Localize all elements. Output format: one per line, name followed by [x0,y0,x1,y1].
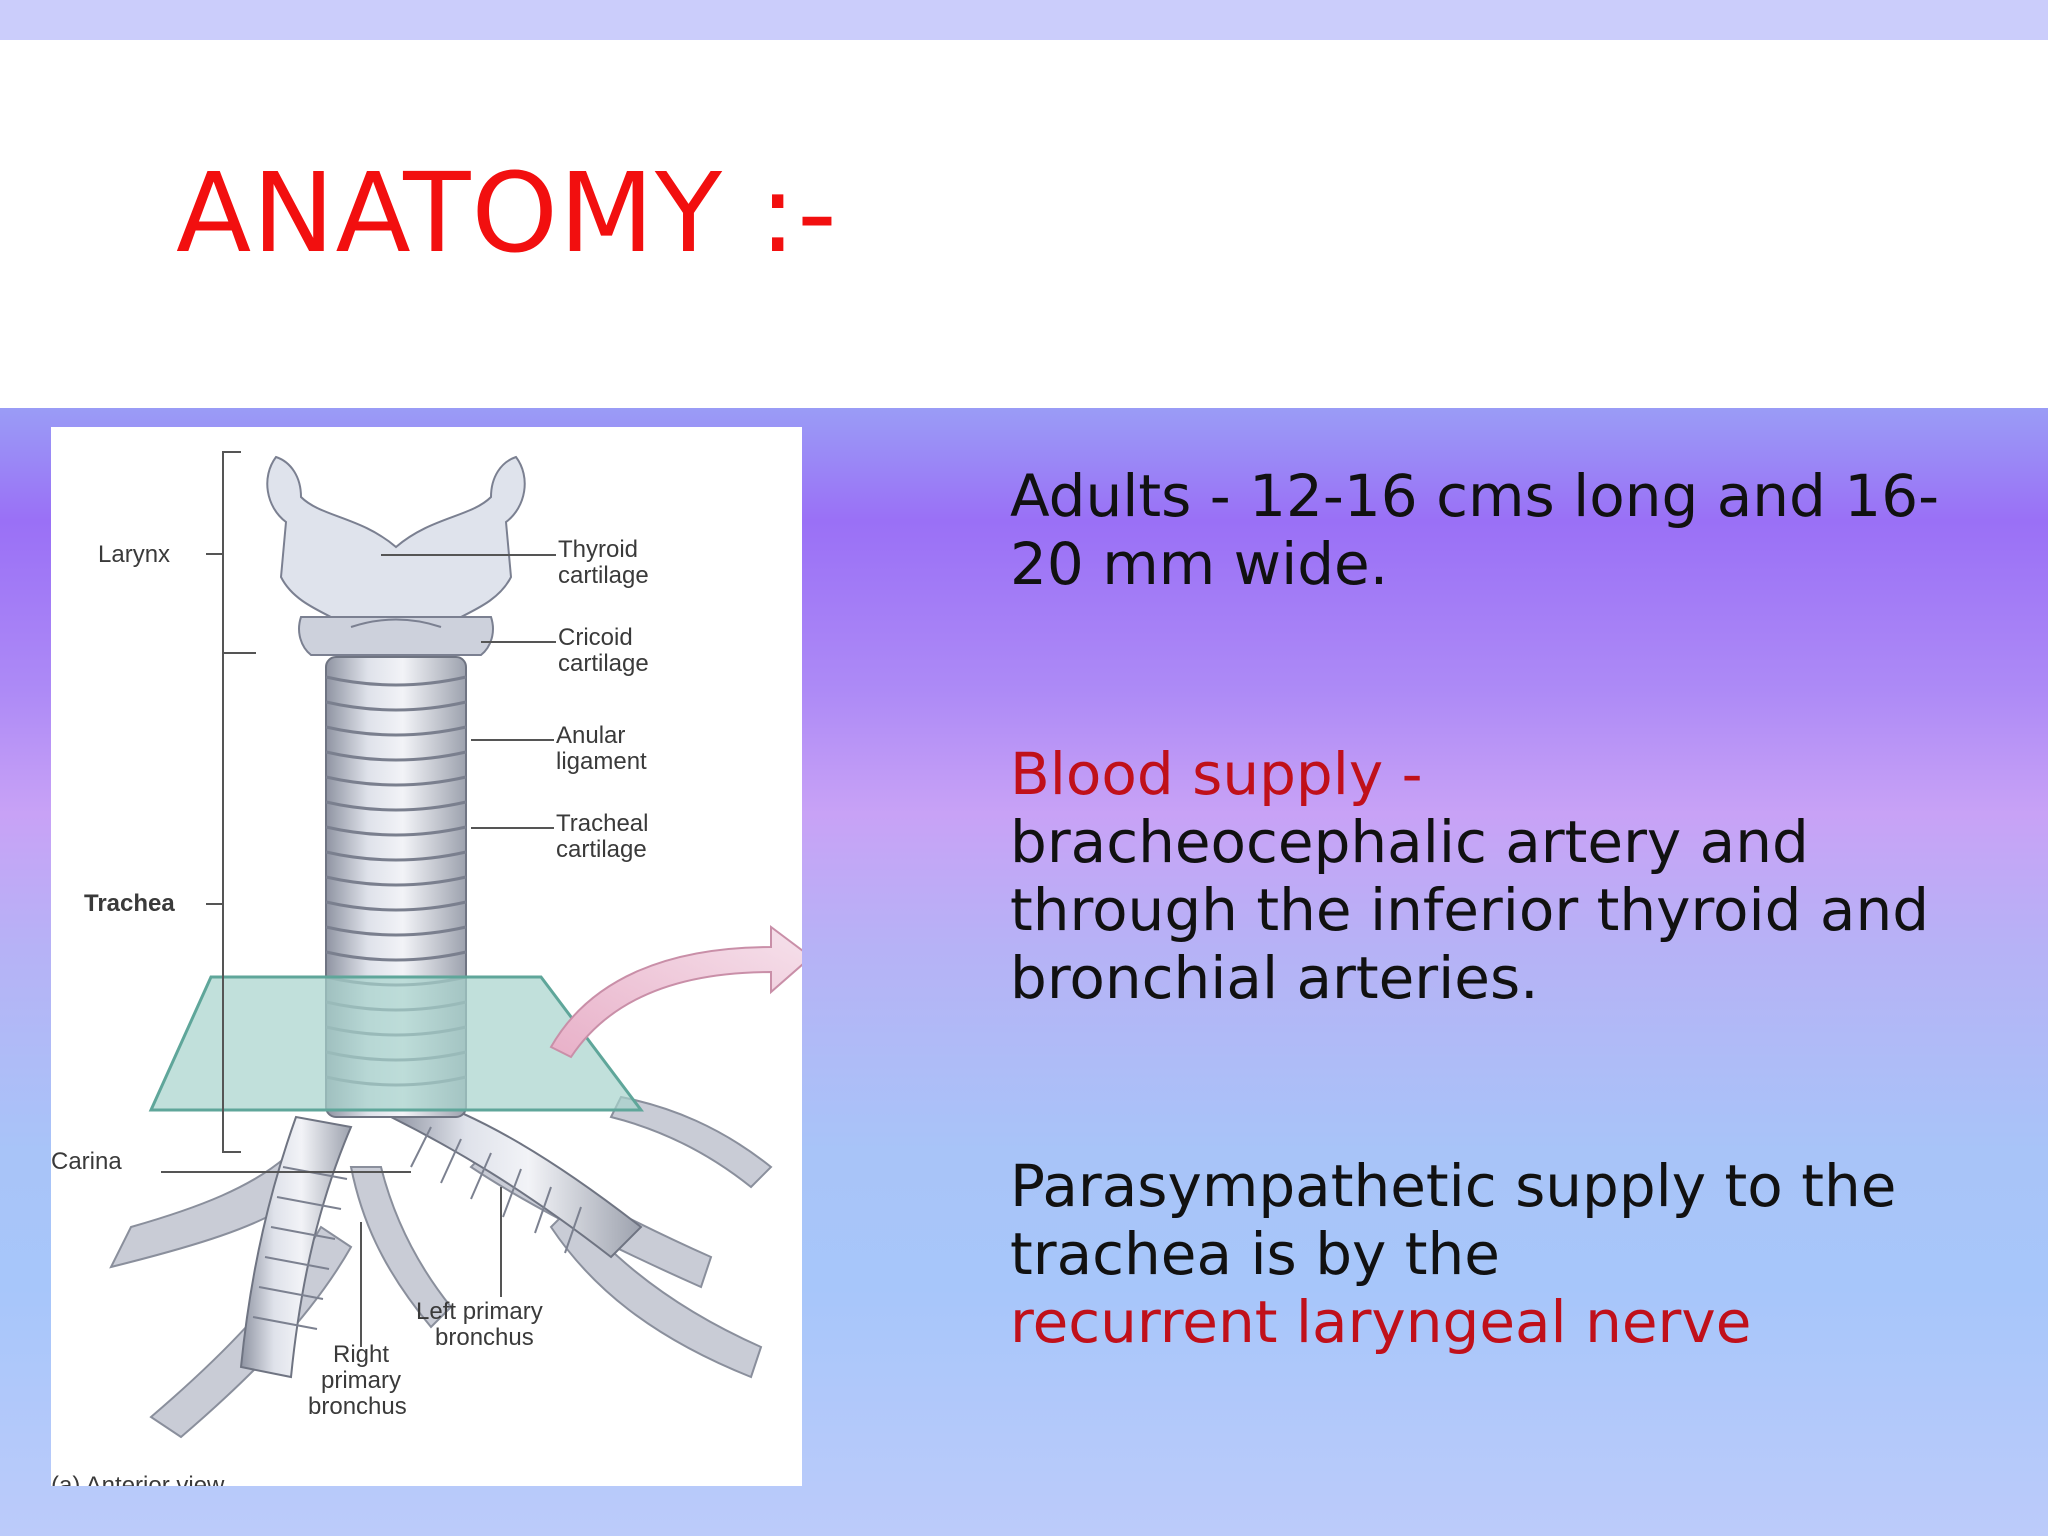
trachea-anatomy-figure: Larynx Thyroid cartilage Cricoid cartila… [51,427,802,1486]
label-tracheal-1: Tracheal [556,810,648,837]
section-arrow [549,925,802,1059]
label-tracheal-2: cartilage [556,836,647,863]
parasympathetic-paragraph: Parasympathetic supply to the trachea is… [1010,1152,1970,1356]
top-accent-bar [0,0,2048,40]
label-lines [161,451,556,1347]
slide-title: ANATOMY :- [176,149,838,277]
title-area: ANATOMY :- [0,40,2048,408]
bronchial-branches [109,1095,773,1439]
blood-supply-paragraph: Blood supply -bracheocephalic artery and… [1010,740,1970,1012]
label-anterior-view: (a) Anterior view [51,1472,225,1486]
adult-dimensions-text: Adults - 12-16 cms long and 16-20 mm wid… [1010,462,1940,598]
label-right-bronchus-1: Right [333,1341,389,1368]
label-thyroid-1: Thyroid [558,536,638,563]
label-cricoid-2: cartilage [558,650,649,677]
label-right-bronchus-2: primary [321,1367,401,1394]
label-anular-2: ligament [556,748,647,775]
label-trachea: Trachea [84,890,175,917]
larynx-cartilage [266,455,526,656]
label-left-bronchus-2: bronchus [435,1324,534,1351]
label-right-bronchus-3: bronchus [308,1393,407,1420]
recurrent-laryngeal-nerve-text: recurrent laryngeal nerve [1010,1288,1752,1356]
label-thyroid-2: cartilage [558,562,649,589]
blood-supply-label: Blood supply - [1010,740,1423,808]
trachea-illustration: Larynx Thyroid cartilage Cricoid cartila… [51,451,802,1486]
section-plane [148,975,645,1112]
label-larynx: Larynx [98,541,170,568]
label-cricoid-1: Cricoid [558,624,633,651]
label-carina: Carina [51,1148,122,1175]
label-left-bronchus-1: Left primary [416,1298,543,1325]
main-bronchi [239,1095,643,1379]
label-anular-1: Anular [556,722,625,749]
blood-supply-text: bracheocephalic artery and through the i… [1010,808,1930,1012]
parasympathetic-text: Parasympathetic supply to the trachea is… [1010,1152,1897,1288]
